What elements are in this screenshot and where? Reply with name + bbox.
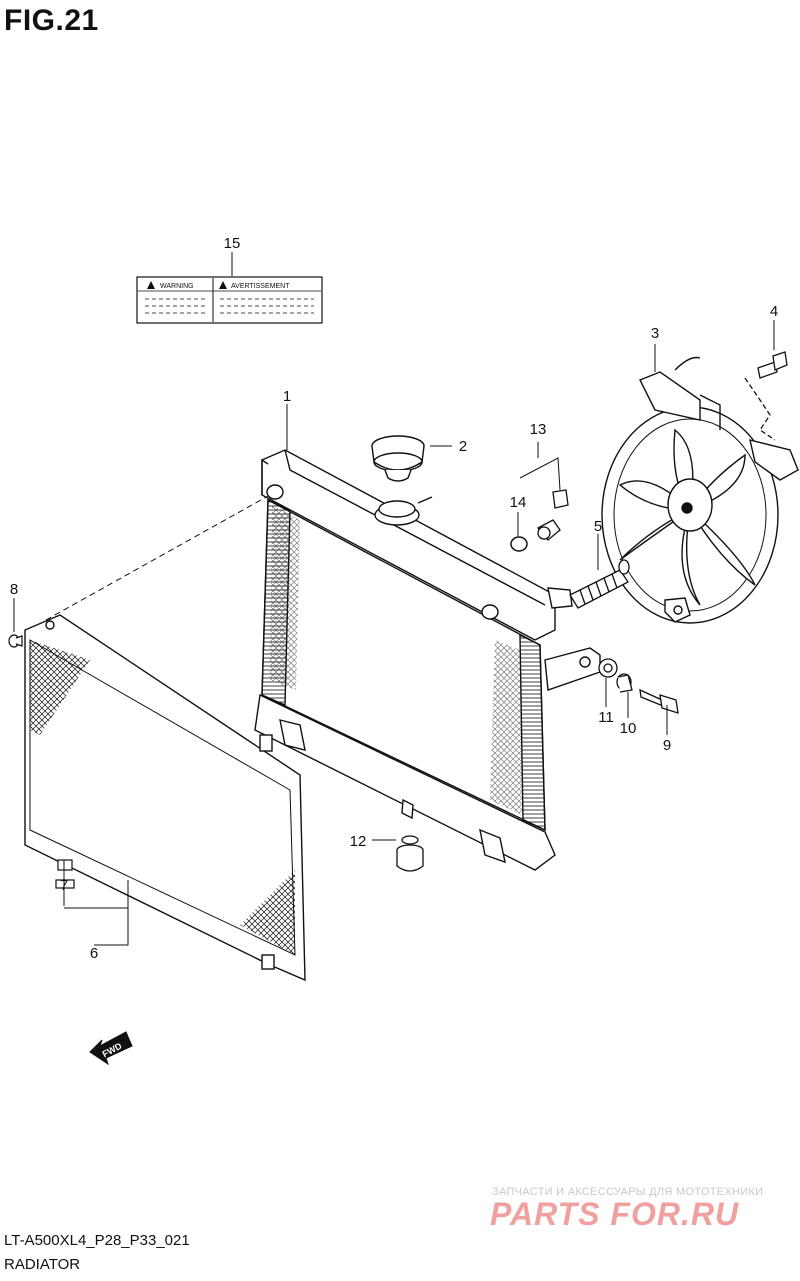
temperature-switch	[536, 489, 569, 541]
leader-lines	[13, 252, 775, 946]
fan-bolt	[744, 351, 788, 441]
radiator-assembly	[254, 449, 601, 871]
radiator-shroud	[24, 614, 306, 982]
callout-9: 9	[663, 737, 671, 754]
radiator-cap	[371, 435, 425, 482]
callout-5: 5	[594, 518, 602, 535]
avertissement-text: AVERTISSEMENT	[231, 283, 290, 290]
callout-12: 12	[350, 833, 367, 850]
warning-text: WARNING	[160, 283, 194, 290]
callout-10: 10	[620, 720, 637, 737]
callout-6: 6	[90, 945, 98, 962]
collar	[616, 673, 633, 693]
forward-direction-arrow: FWD	[89, 1031, 133, 1066]
cushion	[598, 658, 618, 678]
drawing-code: LT-A500XL4_P28_P33_021	[4, 1232, 190, 1249]
watermark-brand: PARTS FOR.RU	[490, 1196, 740, 1232]
callout-14: 14	[510, 494, 527, 511]
thermo-switch	[569, 559, 630, 609]
shroud-clip	[55, 859, 75, 889]
warning-label-sticker: WARNING AVERTISSEMENT	[136, 276, 323, 324]
mounting-bolt	[639, 688, 679, 714]
figure-title: FIG.21	[4, 4, 99, 37]
o-ring	[510, 536, 528, 552]
grommet	[396, 835, 424, 872]
cooling-fan-assembly	[601, 356, 799, 624]
callout-11: 11	[598, 709, 614, 726]
part-group-name: RADIATOR	[4, 1256, 81, 1273]
callout-8: 8	[10, 581, 18, 598]
callout-3: 3	[651, 325, 659, 342]
callout-2: 2	[459, 438, 467, 455]
screw	[8, 634, 23, 648]
callout-15: 15	[224, 235, 241, 252]
callout-4: 4	[770, 303, 778, 320]
watermark-tagline: ЗАПЧАСТИ И АКСЕССУАРЫ ДЛЯ МОТОТЕХНИКИ	[492, 1186, 764, 1198]
callout-13: 13	[530, 421, 547, 438]
callout-7: 7	[60, 877, 68, 894]
callout-1: 1	[283, 388, 291, 405]
